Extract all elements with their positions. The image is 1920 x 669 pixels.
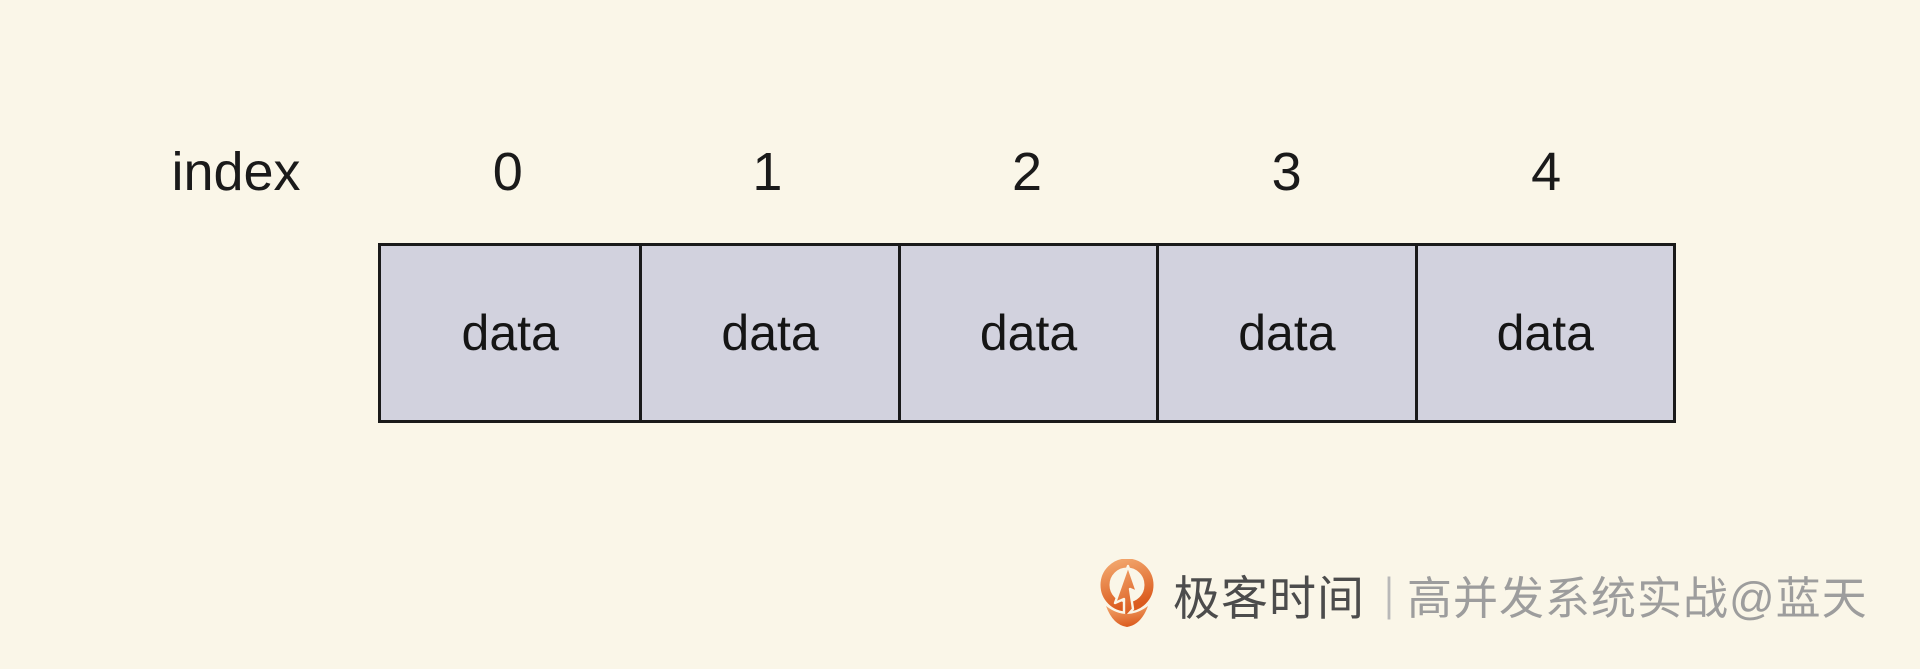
cell-value: data (1238, 305, 1336, 361)
array-cell-3: data (1156, 246, 1415, 420)
index-number-1: 1 (752, 142, 783, 202)
cell-value: data (1496, 305, 1594, 361)
array-cell-0: data (381, 246, 640, 420)
credit-text: 高并发系统实战@蓝天 (1406, 572, 1868, 624)
cell-value: data (461, 305, 559, 361)
cell-value: data (979, 305, 1078, 361)
index-number-3: 3 (1271, 142, 1302, 202)
array-cell-4: data (1414, 246, 1673, 420)
index-numbers-row: 0 1 2 3 4 (378, 142, 1676, 202)
array-cell-2: data (897, 246, 1157, 420)
array-boxes: data data data data data (378, 243, 1676, 423)
separator-bar: | (1384, 568, 1394, 620)
index-number-0: 0 (492, 142, 523, 202)
index-label: index (171, 142, 301, 202)
index-number-2: 2 (1011, 142, 1043, 202)
array-cell-1: data (639, 246, 898, 420)
cell-value: data (721, 305, 819, 361)
geektime-logo-icon (1094, 559, 1160, 629)
brand-name: 极客时间 (1173, 571, 1365, 625)
index-number-4: 4 (1531, 142, 1562, 202)
watermark: 极客时间 | 高并发系统实战@蓝天 (1094, 559, 1868, 629)
